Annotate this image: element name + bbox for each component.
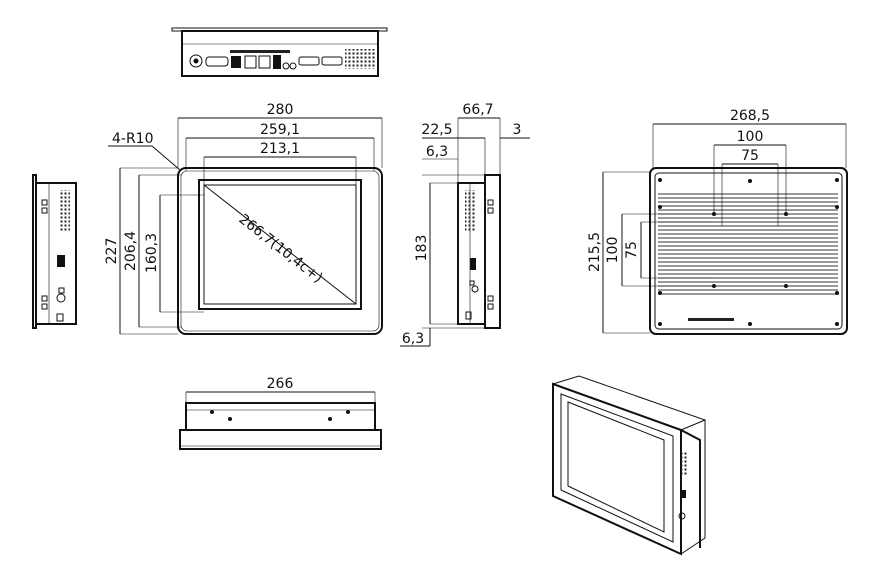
dim-depth: 66,7 — [462, 102, 493, 118]
bottom-dimension-lines — [185, 391, 376, 403]
dim-frame: 3 — [513, 122, 522, 138]
top-view — [171, 27, 388, 77]
isometric-view — [552, 375, 707, 556]
front-view — [177, 167, 383, 335]
dim-mount-outer-h: 100 — [737, 129, 764, 145]
dim-bezel-height: 206,4 — [123, 231, 139, 271]
dim-top-offset: 6,3 — [426, 144, 448, 160]
dim-bottom-width: 266 — [267, 376, 294, 392]
front-dimension-lines — [108, 117, 383, 335]
dim-bezel-width: 259,1 — [260, 122, 300, 138]
dim-side-height: 183 — [414, 235, 430, 262]
rear-dimension-lines — [602, 123, 847, 334]
right-side-view — [457, 174, 501, 329]
dim-mount-outer-v: 100 — [605, 237, 621, 264]
dim-diagonal: 266,7(10,4c+) — [236, 211, 326, 286]
dim-mount-inner-h: 75 — [741, 148, 759, 164]
dim-rear-height: 215,5 — [587, 232, 603, 272]
dim-overall-height: 227 — [104, 238, 120, 265]
left-side-view — [32, 174, 77, 329]
dim-bezel-depth: 22,5 — [421, 122, 452, 138]
rear-view — [649, 167, 848, 335]
dim-mount-inner-v: 75 — [624, 241, 640, 259]
dim-overall-width: 280 — [267, 102, 294, 118]
dim-bottom-offset: 6,3 — [402, 331, 424, 347]
bottom-view — [179, 402, 382, 450]
side-dimension-lines — [400, 117, 530, 347]
dim-display-height: 160,3 — [144, 233, 160, 273]
dim-corner-radius: 4-R10 — [112, 131, 154, 147]
dim-rear-width: 268,5 — [730, 108, 770, 124]
dim-display-width: 213,1 — [260, 141, 300, 157]
